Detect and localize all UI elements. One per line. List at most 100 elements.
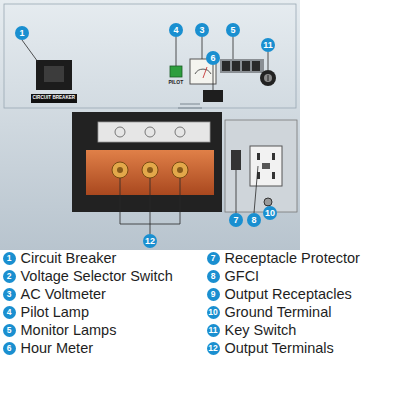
callout-number: 11 (261, 38, 275, 52)
callout-number: 2 (3, 270, 16, 283)
callout-marker: 5 (226, 23, 240, 37)
callout-number: 5 (3, 324, 16, 337)
part-name: Pilot Lamp (21, 305, 90, 320)
callout-circle (3, 288, 16, 301)
breaker-lever (44, 66, 64, 82)
callout-number: 7 (229, 213, 243, 227)
callout-marker: 1 (15, 26, 29, 40)
legend-item: 6Hour Meter (3, 342, 16, 355)
bracket-line (120, 178, 180, 234)
receptacle-panel (225, 120, 297, 212)
callout-circle (3, 306, 16, 319)
legend-item: 7Receptacle Protector (207, 252, 220, 265)
callout-marker: 10 (263, 206, 277, 220)
callout-number: 8 (247, 213, 261, 227)
callout-circle (207, 342, 220, 355)
part-name: Monitor Lamps (21, 323, 117, 338)
part-name: Output Receptacles (225, 287, 352, 302)
panel-label: PILOT (169, 80, 184, 85)
callout-circle (3, 324, 16, 337)
panel-edge (4, 4, 296, 108)
callout-circle (207, 270, 220, 283)
callout-circle (206, 51, 220, 65)
callout-marker: 8 (247, 213, 261, 227)
legend-item: 11Key Switch (207, 324, 220, 337)
meter-needle (203, 67, 207, 78)
callout-circle (169, 23, 183, 37)
legend-item: 1Circuit Breaker (3, 252, 16, 265)
callout-marker: 7 (229, 213, 243, 227)
control-panel (0, 0, 300, 250)
monitor-lamp (242, 61, 250, 71)
gfci-button (262, 163, 270, 169)
monitor-lamp (252, 61, 260, 71)
leader-line (236, 170, 237, 213)
outlet-slot (257, 153, 260, 160)
callout-circle (15, 26, 29, 40)
circuit-breaker (36, 60, 72, 90)
leader-line (22, 40, 38, 62)
callout-number: 3 (3, 288, 16, 301)
part-name: Hour Meter (21, 341, 94, 356)
leader-line (254, 166, 258, 213)
callout-circle (247, 213, 261, 227)
part-name: Voltage Selector Switch (21, 269, 173, 284)
leader-line (213, 65, 214, 90)
callout-number: 5 (226, 23, 240, 37)
leader-line (176, 37, 177, 66)
pilot-lamp (170, 66, 182, 77)
key-slot (268, 75, 269, 81)
part-name: AC Voltmeter (21, 287, 106, 302)
key-cylinder (264, 74, 272, 82)
terminal-bolt (177, 167, 183, 173)
callout-number: 4 (169, 23, 183, 37)
hour-meter (203, 90, 223, 102)
terminal-cover (98, 122, 210, 142)
callout-circle (3, 252, 16, 265)
legend-item: 10Ground Terminal (207, 306, 220, 319)
callout-circle (143, 234, 157, 248)
meter-scale (195, 69, 211, 74)
terminal-recess (72, 112, 222, 212)
callout-number: 6 (3, 342, 16, 355)
callout-circle (207, 288, 220, 301)
callout-number: 10 (263, 206, 277, 220)
callout-number: 10 (207, 306, 220, 319)
output-receptacle (250, 146, 282, 186)
legend-item: 9Output Receptacles (207, 288, 220, 301)
lamp-frame (220, 59, 264, 73)
callout-number: 6 (206, 51, 220, 65)
callout-circle (226, 23, 240, 37)
callout-number: 4 (3, 306, 16, 319)
cover-hole (175, 127, 185, 137)
callout-circle (229, 213, 243, 227)
legend-item: 4Pilot Lamp (3, 306, 16, 319)
terminal-bolt (147, 167, 153, 173)
part-name: Circuit Breaker (21, 251, 117, 266)
callout-marker: 11 (261, 38, 275, 52)
ground-terminal (264, 198, 272, 206)
part-name: Output Terminals (225, 341, 334, 356)
callout-marker: 12 (143, 234, 157, 248)
label-plate (31, 94, 77, 103)
leader-line (268, 205, 269, 206)
callout-circle (263, 206, 277, 220)
part-name: Receptacle Protector (225, 251, 360, 266)
part-name: Ground Terminal (225, 305, 332, 320)
callout-circle (207, 306, 220, 319)
callout-number: 12 (143, 234, 157, 248)
legend-item: 8GFCI (207, 270, 220, 283)
callout-circle (207, 324, 220, 337)
terminal-bolt (117, 167, 123, 173)
callout-marker: 4 (169, 23, 183, 37)
callout-number: 1 (15, 26, 29, 40)
outlet-slot (272, 172, 275, 179)
callout-number: 3 (195, 23, 209, 37)
leader-line (268, 52, 269, 70)
monitor-lamp (232, 61, 240, 71)
part-name: Key Switch (225, 323, 297, 338)
callout-marker: 6 (206, 51, 220, 65)
leader-line (233, 37, 234, 59)
callout-marker: 3 (195, 23, 209, 37)
output-terminal (142, 162, 158, 178)
